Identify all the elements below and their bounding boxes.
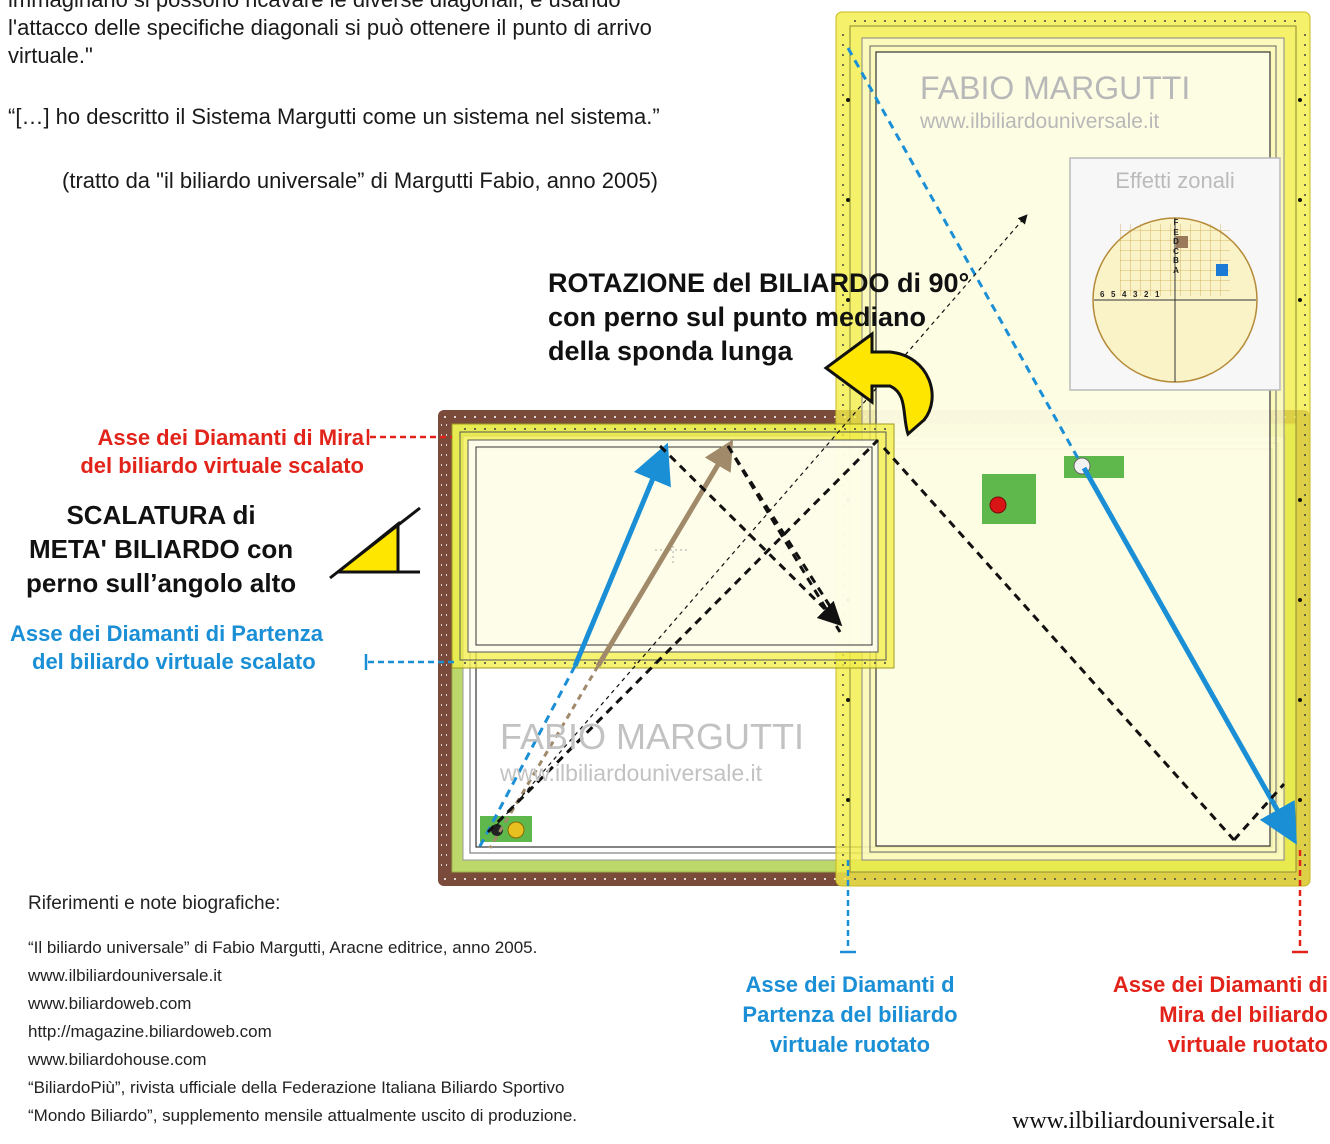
effects-col-label: 1 xyxy=(1155,290,1160,299)
effects-row-label: A xyxy=(1173,265,1179,275)
reference-item: “Mondo Biliardo”, supplemento mensile at… xyxy=(28,1106,578,1125)
partenza-rotated-line: Asse dei Diamanti d xyxy=(745,972,955,997)
scaling-line: SCALATURA di xyxy=(66,500,256,530)
references: Riferimenti e note biografiche: “Il bili… xyxy=(28,890,577,1130)
yellow-ball xyxy=(507,821,525,839)
rotation-line: ROTAZIONE del BILIARDO di 90° xyxy=(548,268,970,298)
watermark-bottom-url: www.ilbiliardouniversale.it xyxy=(500,760,763,786)
quote: “[…] ho descritto il Sistema Margutti co… xyxy=(8,104,660,129)
mira-scaled-line: Asse dei Diamanti di Mira xyxy=(97,425,364,450)
reference-item: “BiliardoPiù”, rivista ufficiale della F… xyxy=(28,1078,565,1097)
site-footer: www.ilbiliardouniversale.it xyxy=(1012,1108,1275,1134)
effects-row-label: E xyxy=(1173,227,1179,237)
effects-row-label: F xyxy=(1173,218,1179,227)
scaled-table xyxy=(451,423,895,669)
intro-line: immaginario si possono ricavare le diver… xyxy=(8,0,621,14)
mira-rotated-line: Asse dei Diamanti di xyxy=(1112,972,1328,997)
effects-row-label: B xyxy=(1173,256,1179,265)
scaling-triangle-icon xyxy=(329,506,421,580)
mira-rotated-label: Asse dei Diamanti di Mira del biliardo v… xyxy=(1056,970,1328,1060)
white-ball-marker xyxy=(1064,456,1124,478)
effects-col-label: 4 xyxy=(1122,290,1127,299)
rotation-line: con perno sul punto mediano xyxy=(548,302,926,332)
partenza-scaled-line: del biliardo virtuale scalato xyxy=(32,649,316,674)
effects-panel-rows: F E D C B A xyxy=(1171,218,1181,275)
effects-row-label: C xyxy=(1173,246,1179,256)
effects-col-label: 3 xyxy=(1133,290,1138,299)
trajectories xyxy=(364,47,1308,954)
partenza-rotated-line: Partenza del biliardo xyxy=(742,1002,958,1027)
effects-panel-title: Effetti zonali xyxy=(1115,168,1235,193)
reference-item: www.biliardoweb.com xyxy=(28,994,192,1013)
scaling-line: perno sull’angolo alto xyxy=(26,568,297,598)
watermark-bottom-name: FABIO MARGUTTI xyxy=(500,716,805,757)
watermark-top-url: www.ilbiliardouniversale.it xyxy=(920,110,1160,133)
rotation-line: della sponda lunga xyxy=(548,336,793,366)
effects-col-label: 5 xyxy=(1111,290,1116,299)
partenza-scaled-label: Asse dei Diamanti di Partenza del biliar… xyxy=(10,620,323,676)
partenza-scaled-line: Asse dei Diamanti di Partenza xyxy=(10,621,323,646)
effects-row-label: D xyxy=(1173,237,1179,246)
effects-col-label: 6 xyxy=(1100,290,1105,299)
rotated-table xyxy=(835,11,1311,887)
reference-item: www.biliardohouse.com xyxy=(28,1050,207,1069)
effects-col-label: 2 xyxy=(1144,290,1149,299)
red-ball xyxy=(989,496,1007,514)
mira-rotated-line: Mira del biliardo xyxy=(1159,1002,1328,1027)
intro-line: l'attacco delle specifiche diagonali si … xyxy=(8,15,652,40)
scaling-heading: SCALATURA di META' BILIARDO con perno su… xyxy=(26,498,296,600)
partenza-rotated-label: Asse dei Diamanti d Partenza del biliard… xyxy=(722,970,978,1060)
rotation-arrow-icon xyxy=(823,331,934,437)
rotation-heading: ROTAZIONE del BILIARDO di 90° con perno … xyxy=(548,266,969,368)
reference-item: http://magazine.biliardoweb.com xyxy=(28,1022,272,1041)
red-ball-marker xyxy=(982,474,1036,524)
partenza-rotated-line: virtuale ruotato xyxy=(769,1032,931,1057)
mira-scaled-line: del biliardo virtuale scalato xyxy=(80,453,364,478)
references-heading: Riferimenti e note biografiche: xyxy=(28,893,281,914)
mira-scaled-label: Asse dei Diamanti di Mira del biliardo v… xyxy=(40,424,364,480)
watermark-top-name: FABIO MARGUTTI xyxy=(920,70,1191,106)
reference-item: www.ilbiliardouniversale.it xyxy=(28,966,222,985)
scaling-line: META' BILIARDO con xyxy=(28,534,294,564)
source-citation: (tratto da "il biliardo universale” di M… xyxy=(62,168,659,193)
effects-panel xyxy=(1069,157,1281,391)
mira-rotated-line: virtuale ruotato xyxy=(1167,1032,1328,1057)
intro-line: virtuale." xyxy=(8,43,93,68)
reference-item: “Il biliardo universale” di Fabio Margut… xyxy=(28,938,538,957)
